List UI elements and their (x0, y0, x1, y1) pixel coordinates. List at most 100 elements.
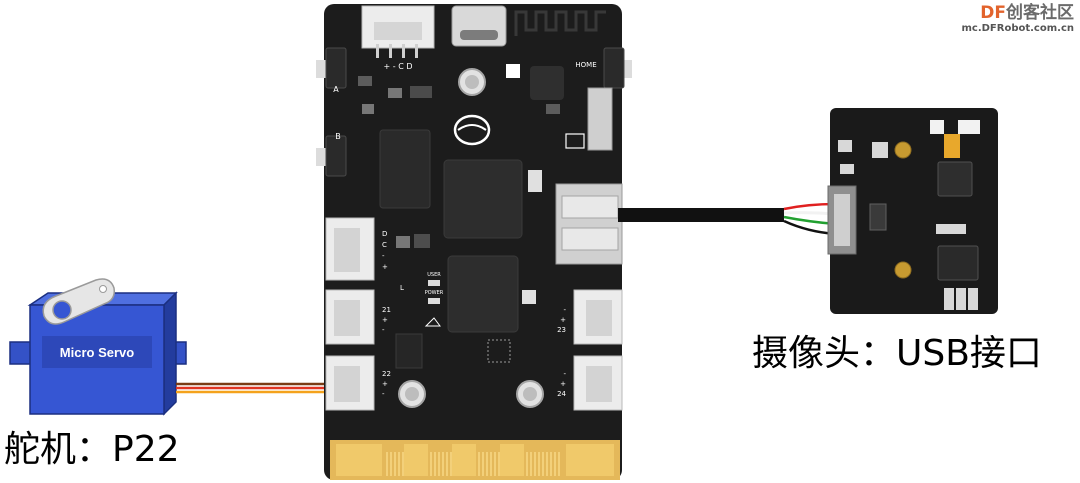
edge-pin (526, 452, 528, 476)
watermark-brand: DF创客社区 (961, 4, 1074, 23)
edge-pin (450, 452, 452, 476)
usb-c-opening (460, 30, 498, 40)
edge-pin (442, 452, 444, 476)
watermark: DF创客社区 mc.DFRobot.com.cn (961, 4, 1074, 34)
board-logo-icon (457, 124, 487, 131)
edge-pin (554, 452, 556, 476)
edge-pin (498, 452, 500, 476)
button-a-label: A (333, 85, 339, 94)
servo-mount-tab-left (9, 341, 33, 365)
component (522, 290, 536, 304)
usb-a-slot-upper (561, 195, 619, 219)
edge-pin (386, 452, 388, 476)
component (358, 76, 372, 86)
servo-side-face (163, 291, 177, 416)
camera-component (840, 164, 854, 174)
edge-pin (438, 452, 440, 476)
usb-camera-module (827, 108, 998, 314)
button-b-label: B (335, 132, 341, 141)
component (528, 170, 542, 192)
edge-pad-large (452, 444, 476, 476)
camera-component (936, 224, 966, 234)
servo-horn-hole (99, 285, 107, 293)
port-left-upper-pin-label: + (382, 263, 388, 271)
top-connector-label: + - C D (384, 62, 413, 71)
sd-icon (565, 133, 585, 149)
port-24-pin-label: - (563, 370, 566, 378)
port-24-pin-label: + (560, 380, 566, 388)
port-24-pin-label: 24 (557, 390, 566, 398)
chip-flash (379, 129, 431, 209)
home-button-label: HOME (575, 61, 596, 69)
light-sensor-icon (424, 317, 441, 327)
servo-shaft (52, 300, 72, 320)
edge-pin (398, 452, 400, 476)
top-pin (376, 44, 379, 58)
camera-component (958, 120, 980, 134)
port-21-socket (334, 300, 360, 336)
port-left-upper-socket (334, 228, 360, 272)
component (388, 88, 402, 98)
port-23-pin-label: 23 (557, 326, 566, 334)
port-23-pin-label: + (560, 316, 566, 324)
watermark-site: mc.DFRobot.com.cn (961, 22, 1074, 34)
top-pin (402, 44, 405, 58)
top-pin (389, 44, 392, 58)
sd-slot (587, 87, 613, 151)
board-logo-icon (453, 114, 491, 146)
chip-secondary (447, 255, 519, 333)
usb-cable (618, 202, 837, 236)
edge-pad-large (500, 444, 524, 476)
mount-hole-center (523, 387, 537, 401)
top-connector-socket (374, 22, 422, 40)
edge-pad-large (336, 444, 382, 476)
edge-pin (402, 452, 404, 476)
component (396, 236, 410, 248)
edge-pad-large (566, 444, 614, 476)
edge-pin (394, 452, 396, 476)
camera-component (930, 120, 944, 134)
port-left-upper-pin-label: - (382, 252, 385, 260)
camera-component (944, 134, 960, 158)
camera-chip (937, 245, 979, 281)
camera-component (869, 203, 887, 231)
port-21-pin-label: - (382, 326, 385, 334)
chip-main (443, 159, 523, 239)
edge-pin (446, 452, 448, 476)
port-22-socket (334, 366, 360, 402)
port-23-socket (586, 300, 612, 336)
watermark-brand-suffix: 创客社区 (1006, 3, 1074, 23)
camera-connector-socket (834, 194, 850, 246)
edge-pin (546, 452, 548, 476)
micro-servo: Micro Servo (9, 278, 326, 416)
antenna-trace (514, 10, 606, 36)
edge-pin (538, 452, 540, 476)
mount-hole-center (405, 387, 419, 401)
edge-pin (534, 452, 536, 476)
servo-caption: 舵机：P22 (4, 429, 180, 470)
port-22-pin-label: + (382, 380, 388, 388)
home-button (603, 47, 625, 89)
servo-label: Micro Servo (60, 345, 134, 360)
edge-pin (486, 452, 488, 476)
sensor-chip (487, 339, 511, 363)
edge-pin (390, 452, 392, 476)
edge-pin (430, 452, 432, 476)
edge-pin (558, 452, 560, 476)
port-22-pin-label: - (382, 390, 385, 398)
component (362, 104, 374, 114)
edge-pin (542, 452, 544, 476)
camera-component (944, 288, 954, 310)
camera-screw (894, 141, 912, 159)
user-led-label: USER (427, 272, 441, 278)
edge-pin (490, 452, 492, 476)
top-pin (415, 44, 418, 58)
camera-caption: 摄像头：USB接口 (752, 333, 1042, 374)
camera-component (838, 140, 852, 152)
component (546, 104, 560, 114)
watermark-brand-prefix: DF (980, 3, 1006, 23)
edge-pin (434, 452, 436, 476)
camera-screw (894, 261, 912, 279)
camera-component (956, 288, 966, 310)
user-led (428, 280, 440, 286)
